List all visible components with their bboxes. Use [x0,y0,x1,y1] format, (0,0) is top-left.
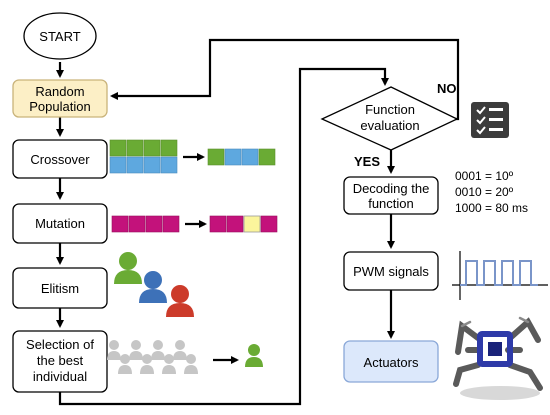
start-label: START [39,29,80,44]
gray-person-icon [184,354,198,374]
random-population-label-2: Population [29,99,90,114]
selection-label-2: the best [37,353,84,368]
gene [241,148,259,166]
function-evaluation-node: Function evaluation [320,86,459,151]
gene [260,215,278,233]
gene [226,215,244,233]
mutated-gene [243,215,261,233]
mutation-box [12,203,108,244]
person-green-icon [114,252,142,284]
mutation-label: Mutation [35,216,85,231]
gene [145,215,163,233]
gene [126,139,144,157]
crossover-box [12,139,108,179]
original-chromosome [111,215,180,233]
start-node: START [23,12,97,60]
function-evaluation-label-1: Function [365,102,415,117]
gray-person-icon [118,354,132,374]
no-label: NO [437,81,457,96]
gene [143,156,161,174]
elitism-box [12,267,108,309]
elitism-label: Elitism [41,281,79,296]
decoding-node: Decoding the function [343,176,439,215]
crossover-chromosomes [109,139,276,174]
gene [111,215,129,233]
gray-person-icon [151,340,165,360]
decoding-label-1: Decoding the [353,181,430,196]
gene [143,139,161,157]
gene [109,156,127,174]
gene [224,148,242,166]
gene [109,139,127,157]
gene [160,139,178,157]
checklist-icon [471,102,509,138]
gene [128,215,146,233]
person-blue-icon [139,271,167,303]
encoding-example-3: 1000 = 80 ms [455,201,528,215]
selection-label-3: individual [33,369,87,384]
gray-person-icon [107,340,121,360]
pwm-waveform-icon [452,251,548,300]
hexapod-robot-icon [453,316,543,400]
mutation-node: Mutation [12,203,108,244]
random-population-node: Random Population [12,79,108,118]
selection-label-1: Selection of [26,337,94,352]
selection-box [12,330,108,393]
decoding-label-2: function [368,196,414,211]
gene [207,148,225,166]
actuators-label: Actuators [364,355,419,370]
crossover-node: Crossover [12,139,108,179]
function-evaluation-diamond [320,86,459,151]
crossover-label: Crossover [30,152,90,167]
gray-person-icon [162,354,176,374]
mutation-chromosomes [111,215,278,233]
encoding-example-2: 0010 = 20º [455,185,514,199]
mutated-chromosome [209,215,278,233]
random-population-label-1: Random [35,84,84,99]
parent-chromosome-2 [109,156,178,174]
gene [258,148,276,166]
encoding-example-1: 0001 = 10º [455,169,514,183]
arrow-selection-to-evaluation [58,67,389,406]
crowd-icon [107,340,198,374]
actuators-node: Actuators [343,340,439,383]
pwm-node: PWM signals [343,251,439,291]
function-evaluation-label-2: evaluation [360,118,419,133]
child-chromosome [207,148,276,166]
gene [162,215,180,233]
gray-person-icon [173,340,187,360]
decoding-box [343,176,439,215]
gray-person-icon [129,340,143,360]
gray-person-icon [140,354,154,374]
encoding-examples: 0001 = 10º 0010 = 20º 1000 = 80 ms [455,169,528,215]
gene [126,156,144,174]
gene [209,215,227,233]
selection-node: Selection of the best individual [12,330,108,393]
people-icon [114,252,194,317]
elitism-node: Elitism [12,267,108,309]
pwm-box [343,251,439,291]
pwm-label: PWM signals [353,264,429,279]
actuators-box [343,340,439,383]
yes-label: YES [354,154,380,169]
random-population-box [12,79,108,118]
gene [160,156,178,174]
person-red-icon [166,285,194,317]
parent-chromosome-1 [109,139,178,157]
start-ellipse [23,12,97,60]
best-individual-icon [245,344,263,367]
